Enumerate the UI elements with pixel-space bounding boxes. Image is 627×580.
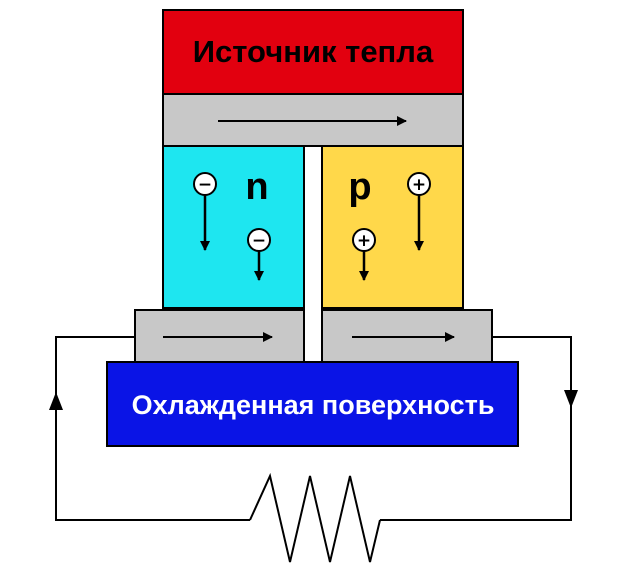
electron-carrier: − [247,228,271,281]
hole-carrier: + [407,172,431,251]
resistor [249,472,381,563]
cooled-surface-label: Охлажденная поверхность [132,390,495,420]
circuit-wire [55,336,572,563]
wire-arrow-up-icon [49,392,63,410]
top-connector [162,93,464,147]
hole-carrier: + [352,228,376,281]
electron-sign: − [252,231,266,251]
bottom-right-connector [321,309,493,363]
leg-separator [303,145,323,363]
n-type-label: n [245,166,268,208]
wire-arrow-down-icon [564,390,578,408]
heat-source-block: Источник тепла [162,9,464,95]
p-type-leg: p + + [321,145,464,309]
bottom-left-connector [134,309,305,363]
electron-sign: − [198,175,212,195]
n-type-leg: n − − [162,145,305,309]
hole-sign: + [412,175,426,195]
electron-carrier: − [193,172,217,251]
hole-sign: + [357,231,371,251]
cooled-surface-block: Охлажденная поверхность [106,361,519,447]
p-type-label: p [348,166,371,208]
heat-source-label: Источник тепла [193,34,434,69]
